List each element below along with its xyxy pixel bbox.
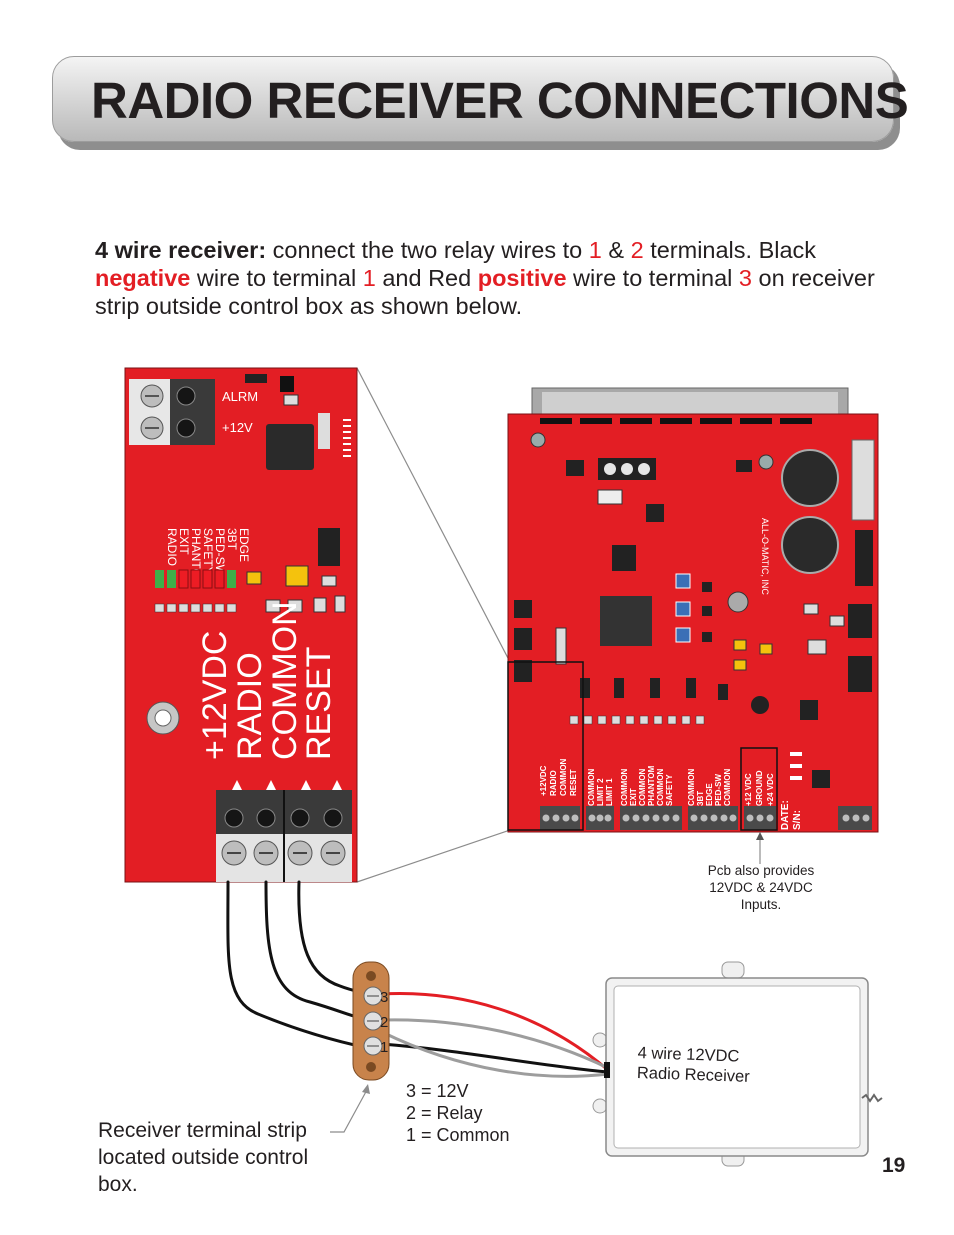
receiver-terminal-strip: 3 2 1 (352, 961, 390, 1081)
mb-g5-1: GROUND (755, 770, 764, 806)
strip-caption: Receiver terminal strip located outside … (98, 1117, 308, 1198)
mb-g5-2: +24 VDC (766, 773, 775, 806)
power-terminal-highlight (740, 747, 778, 831)
microcontroller (600, 596, 652, 646)
strip-label-3: 3 (380, 989, 388, 1006)
pcb-note-line2: 12VDC & 24VDC (709, 880, 813, 895)
zoom-line-bottom (356, 829, 511, 883)
intro-terminal-3: 3 (738, 265, 752, 291)
mb-g4-1: 3BT (696, 791, 705, 806)
fuse-holder (851, 439, 875, 521)
mb-sn: S/N: (792, 810, 803, 830)
mb-g2-1: LIMIT 2 (596, 778, 605, 806)
intro-text-7: on receiver strip outside control box as… (95, 265, 875, 319)
strip-label-2: 2 (380, 1014, 388, 1031)
zoom-label-radio: RADIO (231, 652, 269, 760)
intro-text-1: connect the two relay wires to (266, 237, 589, 263)
mb-g3-3: PHANTOM (647, 765, 656, 806)
strip-caption-line3: box. (98, 1173, 138, 1196)
intro-positive: positive (477, 265, 567, 291)
pcb-note-line1: Pcb also provides (707, 863, 815, 878)
capacitor-1 (781, 449, 839, 507)
pcb-note-line3: Inputs. (740, 897, 782, 912)
v12-label: +12V (222, 420, 253, 435)
mb-g3-2: COMMON (638, 768, 647, 806)
zoom-terminal-block (216, 790, 352, 882)
mb-g4-4: COMMON (723, 768, 732, 806)
board-brand: ALL-O-MATIC, INC (760, 518, 770, 595)
strip-label-1: 1 (380, 1039, 388, 1056)
zoom-label-reset: RESET (300, 647, 338, 760)
intro-text-4: wire to terminal (190, 265, 363, 291)
mb-g3-1: EXIT (629, 788, 638, 806)
led-label-3bt: 3BT (225, 528, 239, 551)
mb-g3-4: COMMON (656, 768, 665, 806)
mb-g1-1: RADIO (549, 770, 558, 796)
main-board-terminals (540, 806, 872, 830)
intro-paragraph: 4 wire receiver: connect the two relay w… (95, 236, 885, 320)
ic-chip (266, 424, 314, 470)
wires (226, 880, 610, 1078)
intro-text-6: wire to terminal (566, 265, 739, 291)
receiver-label: 4 wire 12VDC Radio Receiver (637, 1043, 751, 1087)
mb-date: DATE: (780, 800, 791, 830)
legend-2: 2 = Relay (406, 1103, 483, 1123)
led-label-edge: EDGE (237, 528, 251, 562)
page-title: RADIO RECEIVER CONNECTIONS (91, 72, 909, 129)
radio-terminal-highlight (507, 661, 584, 831)
intro-terminal-1: 1 (588, 237, 602, 263)
mb-g2-0: COMMON (587, 768, 596, 806)
receiver-label-line2: Radio Receiver (636, 1063, 751, 1086)
legend-1: 1 = Common (406, 1125, 510, 1145)
mb-g4-0: COMMON (687, 768, 696, 806)
zoom-label-12vdc: +12VDC (196, 631, 234, 760)
intro-terminal-2: 2 (630, 237, 644, 263)
strip-caption-line2: located outside control (98, 1146, 309, 1169)
mb-g1-3: RESET (569, 769, 578, 796)
intro-terminal-1b: 1 (362, 265, 376, 291)
mb-g3-5: SAFETY (665, 774, 674, 806)
led-label-safety: SAFETY (201, 528, 215, 575)
zoomed-board: ALRM +12V EDGE 3BT PED-SW SAFETY PHANTOM… (124, 367, 358, 883)
led-label-radio: RADIO (165, 528, 179, 566)
title-banner: RADIO RECEIVER CONNECTIONS (52, 56, 909, 142)
mb-g1-0: +12VDC (539, 765, 548, 796)
mb-g1-2: COMMON (559, 758, 568, 796)
capacitor-2 (781, 516, 839, 574)
terminal-legend: 3 = 12V 2 = Relay 1 = Common (406, 1080, 510, 1146)
zoom-line-top (356, 367, 511, 663)
led-label-exit: EXIT (177, 528, 191, 555)
main-board: ALL-O-MATIC, INC +12VDC RADIO COMMON RES… (507, 387, 879, 864)
radio-receiver (592, 961, 883, 1167)
intro-text-3: terminals. Black (643, 237, 817, 263)
intro-lead: 4 wire receiver: (95, 237, 267, 263)
page-number: 19 (882, 1154, 906, 1177)
pcb-note: Pcb also provides 12VDC & 24VDC Inputs. (686, 862, 836, 913)
mb-g5-0: +12 VDC (744, 773, 753, 806)
intro-text-5: and Red (375, 265, 478, 291)
led-label-ped-sw: PED-SW (213, 528, 227, 577)
alrm-label: ALRM (222, 389, 258, 404)
status-leds (155, 569, 236, 589)
strip-caption-line1: Receiver terminal strip (98, 1119, 307, 1142)
legend-3: 3 = 12V (406, 1081, 469, 1101)
intro-negative: negative (95, 265, 191, 291)
intro-text-2: & (601, 237, 631, 263)
mb-g4-2: EDGE (705, 783, 714, 806)
zoom-label-common: COMMON (266, 601, 304, 760)
mb-g3-0: COMMON (620, 768, 629, 806)
mb-g2-2: LIMIT 1 (605, 778, 614, 806)
mb-g4-3: PED-SW (714, 774, 723, 806)
